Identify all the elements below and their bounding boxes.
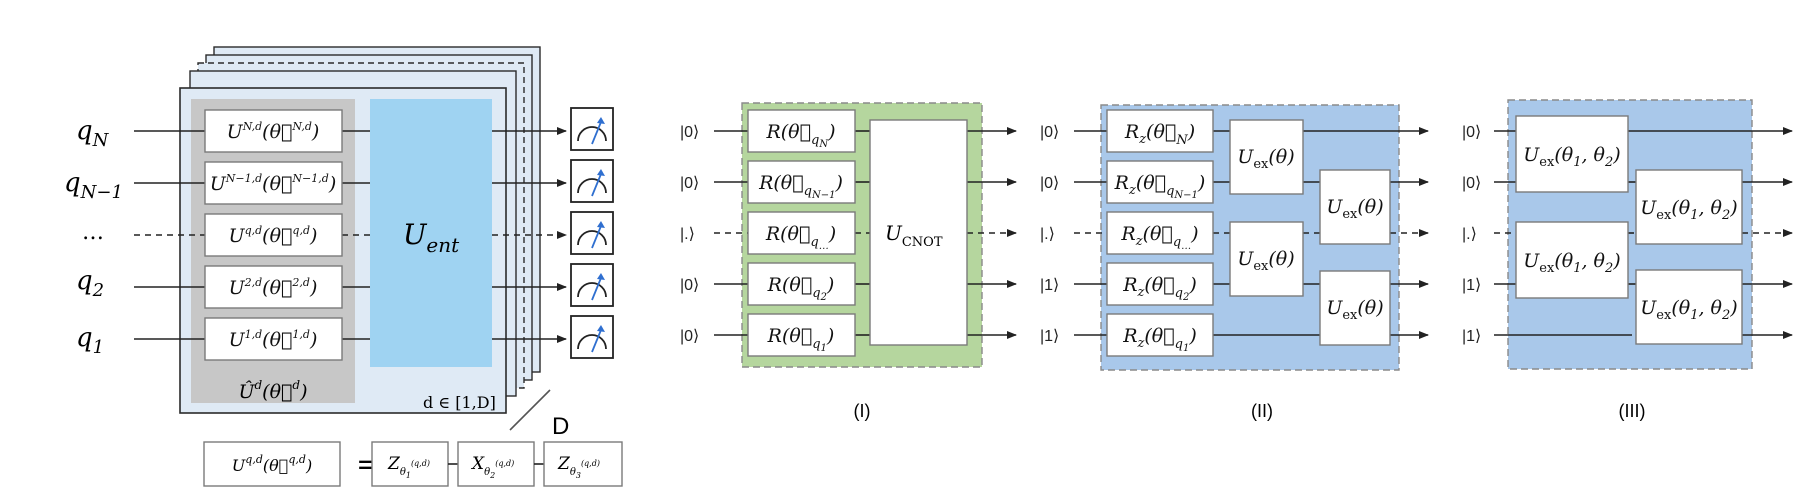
panel-I-rotation-gate-2 — [747, 262, 856, 306]
panel-I-input-1: |0⟩ — [680, 124, 699, 141]
qubit-label-q2: q2 — [76, 266, 104, 301]
panel-II-input-4: |1⟩ — [1040, 277, 1059, 294]
layer-gate-2 — [204, 265, 343, 309]
panel-II-rz-gate-q — [1106, 211, 1214, 255]
panel-II-exchange-gate-1 — [1229, 119, 1304, 195]
decomp-x-gate — [457, 441, 535, 487]
panel-I-input-4: |0⟩ — [680, 277, 699, 294]
decomp-lhs-gate — [203, 441, 341, 487]
panel-I-cnot-block — [869, 119, 968, 346]
circuit-panel-I: |0⟩ |0⟩ |.⟩ |0⟩ |0⟩ R(θ⃗qN) R(θ⃗qN−1) R(… — [680, 102, 1017, 421]
panel-I-rotation-gate-1 — [747, 313, 856, 357]
panel-II-rz-gate-N-1 — [1106, 160, 1214, 204]
svg-text:Uex(θ): Uex(θ) — [1237, 146, 1294, 172]
panel-II-exchange-gate-4 — [1319, 270, 1391, 346]
depth-symbol: D — [552, 413, 569, 440]
svg-text:Uex(θ): Uex(θ) — [1326, 297, 1383, 323]
entangler-block — [370, 99, 492, 367]
panel-II-rz-gate-2 — [1106, 262, 1214, 306]
depth-range-label: d ∈ [1,D] — [423, 393, 496, 412]
panel-III-exchange-gate-4 — [1635, 269, 1743, 345]
meter-icon — [570, 107, 614, 151]
panel-II-input-3: |.⟩ — [1040, 226, 1055, 243]
panel-III-exchange-gate-3 — [1635, 169, 1743, 245]
panel-III-input-3: |.⟩ — [1462, 226, 1477, 243]
qubit-label-qN: qN — [76, 116, 110, 151]
panel-I-rotation-gate-N-1 — [747, 160, 856, 204]
panel-I-caption: (I) — [854, 401, 871, 421]
layer-gate-q — [204, 213, 343, 257]
qubit-label-q1: q1 — [76, 323, 104, 358]
meter-icon — [570, 315, 614, 359]
panel-II-rz-gate-1 — [1106, 313, 1214, 357]
decomp-z-gate-3 — [543, 441, 623, 487]
panel-III-input-2: |0⟩ — [1462, 175, 1481, 192]
svg-text:Uex(θ1, θ2): Uex(θ1, θ2) — [1523, 250, 1620, 276]
panel-III-caption: (III) — [1619, 401, 1646, 421]
panel-I-input-3: |.⟩ — [680, 226, 695, 243]
panel-III-input-5: |1⟩ — [1462, 328, 1481, 345]
meter-icon — [570, 263, 614, 307]
qubit-label-qN-1: qN−1 — [64, 168, 123, 203]
panel-I-input-2: |0⟩ — [680, 175, 699, 192]
panel-III-input-4: |1⟩ — [1462, 277, 1481, 294]
gate-decomposition: Uq,d(θ⃗q,d) = Zθ1(q,d) Xθ2(q,d) Zθ3(q,d) — [203, 441, 623, 487]
panel-II-caption: (II) — [1251, 401, 1273, 421]
panel-II-exchange-gate-3 — [1319, 169, 1391, 245]
circuit-panel-II: |0⟩ |0⟩ |.⟩ |1⟩ |1⟩ Rz(θ⃗N) Rz(θ⃗qN−1) R… — [1040, 104, 1429, 421]
layer-gate-N-1 — [204, 161, 343, 205]
panel-I-input-5: |0⟩ — [680, 328, 699, 345]
circuit-panel-III: |0⟩ |0⟩ |.⟩ |1⟩ |1⟩ Uex(θ1, θ2) Uex(θ1, … — [1462, 99, 1793, 421]
svg-text:Uex(θ1, θ2): Uex(θ1, θ2) — [1523, 144, 1620, 170]
decomp-z-gate-1 — [371, 441, 449, 487]
panel-II-input-2: |0⟩ — [1040, 175, 1059, 192]
panel-II-rz-gate-N — [1106, 109, 1214, 153]
layer-gate-1 — [204, 317, 343, 361]
panel-I-rotation-gate-q — [747, 211, 856, 255]
layer-gate-N — [204, 109, 343, 153]
qubit-label-ellipsis: … — [82, 220, 104, 245]
panel-II-exchange-gate-2 — [1229, 221, 1304, 297]
panel-III-exchange-gate-2 — [1515, 221, 1629, 299]
measurement-icons — [570, 107, 614, 359]
meter-icon — [570, 211, 614, 255]
panel-II-input-5: |1⟩ — [1040, 328, 1059, 345]
ansatz-overview: qN qN−1 … q2 q1 UN,d(θ⃗N,d) UN−1,d(θ⃗N−1… — [64, 46, 623, 487]
meter-icon — [570, 159, 614, 203]
panel-I-rotation-gate-N — [747, 109, 856, 153]
depth-slash — [509, 389, 551, 431]
panel-II-input-1: |0⟩ — [1040, 124, 1059, 141]
panel-III-input-1: |0⟩ — [1462, 124, 1481, 141]
panel-III-exchange-gate-1 — [1515, 115, 1629, 193]
